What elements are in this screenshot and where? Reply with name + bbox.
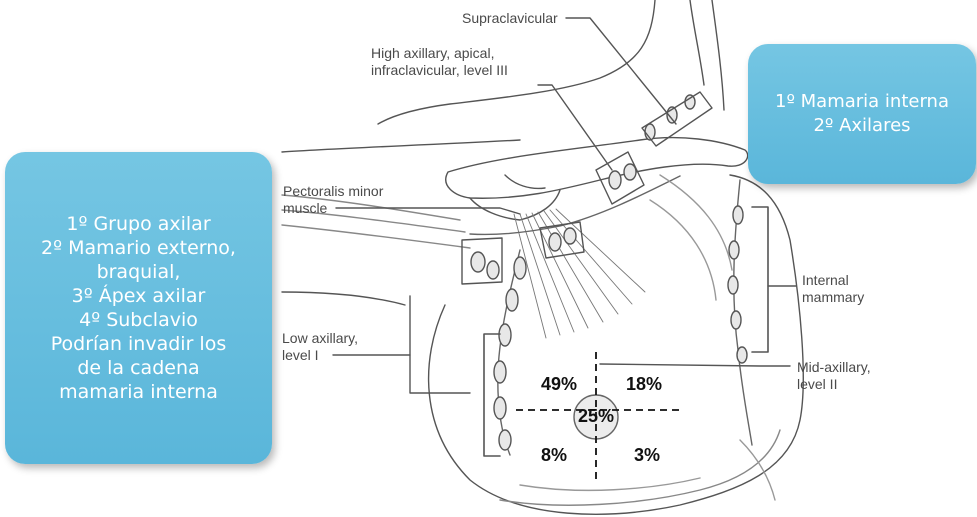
right-callout-line: 1º Mamaria interna [775,90,949,114]
right-callout-line: 2º Axilares [813,114,910,138]
arm-lower-outline [282,292,405,305]
neck-outline [690,0,704,85]
right-callout-box: 1º Mamaria interna 2º Axilares [748,44,976,184]
internal-mammary-bracket [752,207,768,352]
left-callout-box: 1º Grupo axilar 2º Mamario externo, braq… [5,152,272,464]
left-callout-line: 1º Grupo axilar [66,212,210,236]
arm-upper-outline [282,140,520,152]
label-low-axillary: Low axillary, level I [282,330,358,364]
left-callout-line: 2º Mamario externo, [41,236,236,260]
left-callout-line: de la cadena [77,356,199,380]
left-callout-line: 3º Ápex axilar [72,284,206,308]
percent-central: 25% [578,406,614,427]
left-callout-line: braquial, [97,260,181,284]
left-callout-line: 4º Subclavio [79,308,198,332]
left-callout-line: Podrían invadir los [51,332,226,356]
percent-lower-outer: 8% [541,445,567,466]
label-mid-axillary: Mid-axillary, level II [797,359,871,393]
label-pectoralis-minor: Pectoralis minor muscle [283,183,383,217]
percent-lower-inner: 3% [634,445,660,466]
percent-upper-inner: 18% [626,374,662,395]
left-callout-line: mamaria interna [59,380,218,404]
label-high-axillary: High axillary, apical, infraclavicular, … [371,45,508,79]
percent-upper-outer: 49% [541,374,577,395]
label-supraclavicular: Supraclavicular [462,10,558,27]
label-internal-mammary: Internal mammary [802,272,864,306]
clavicle [446,138,748,199]
